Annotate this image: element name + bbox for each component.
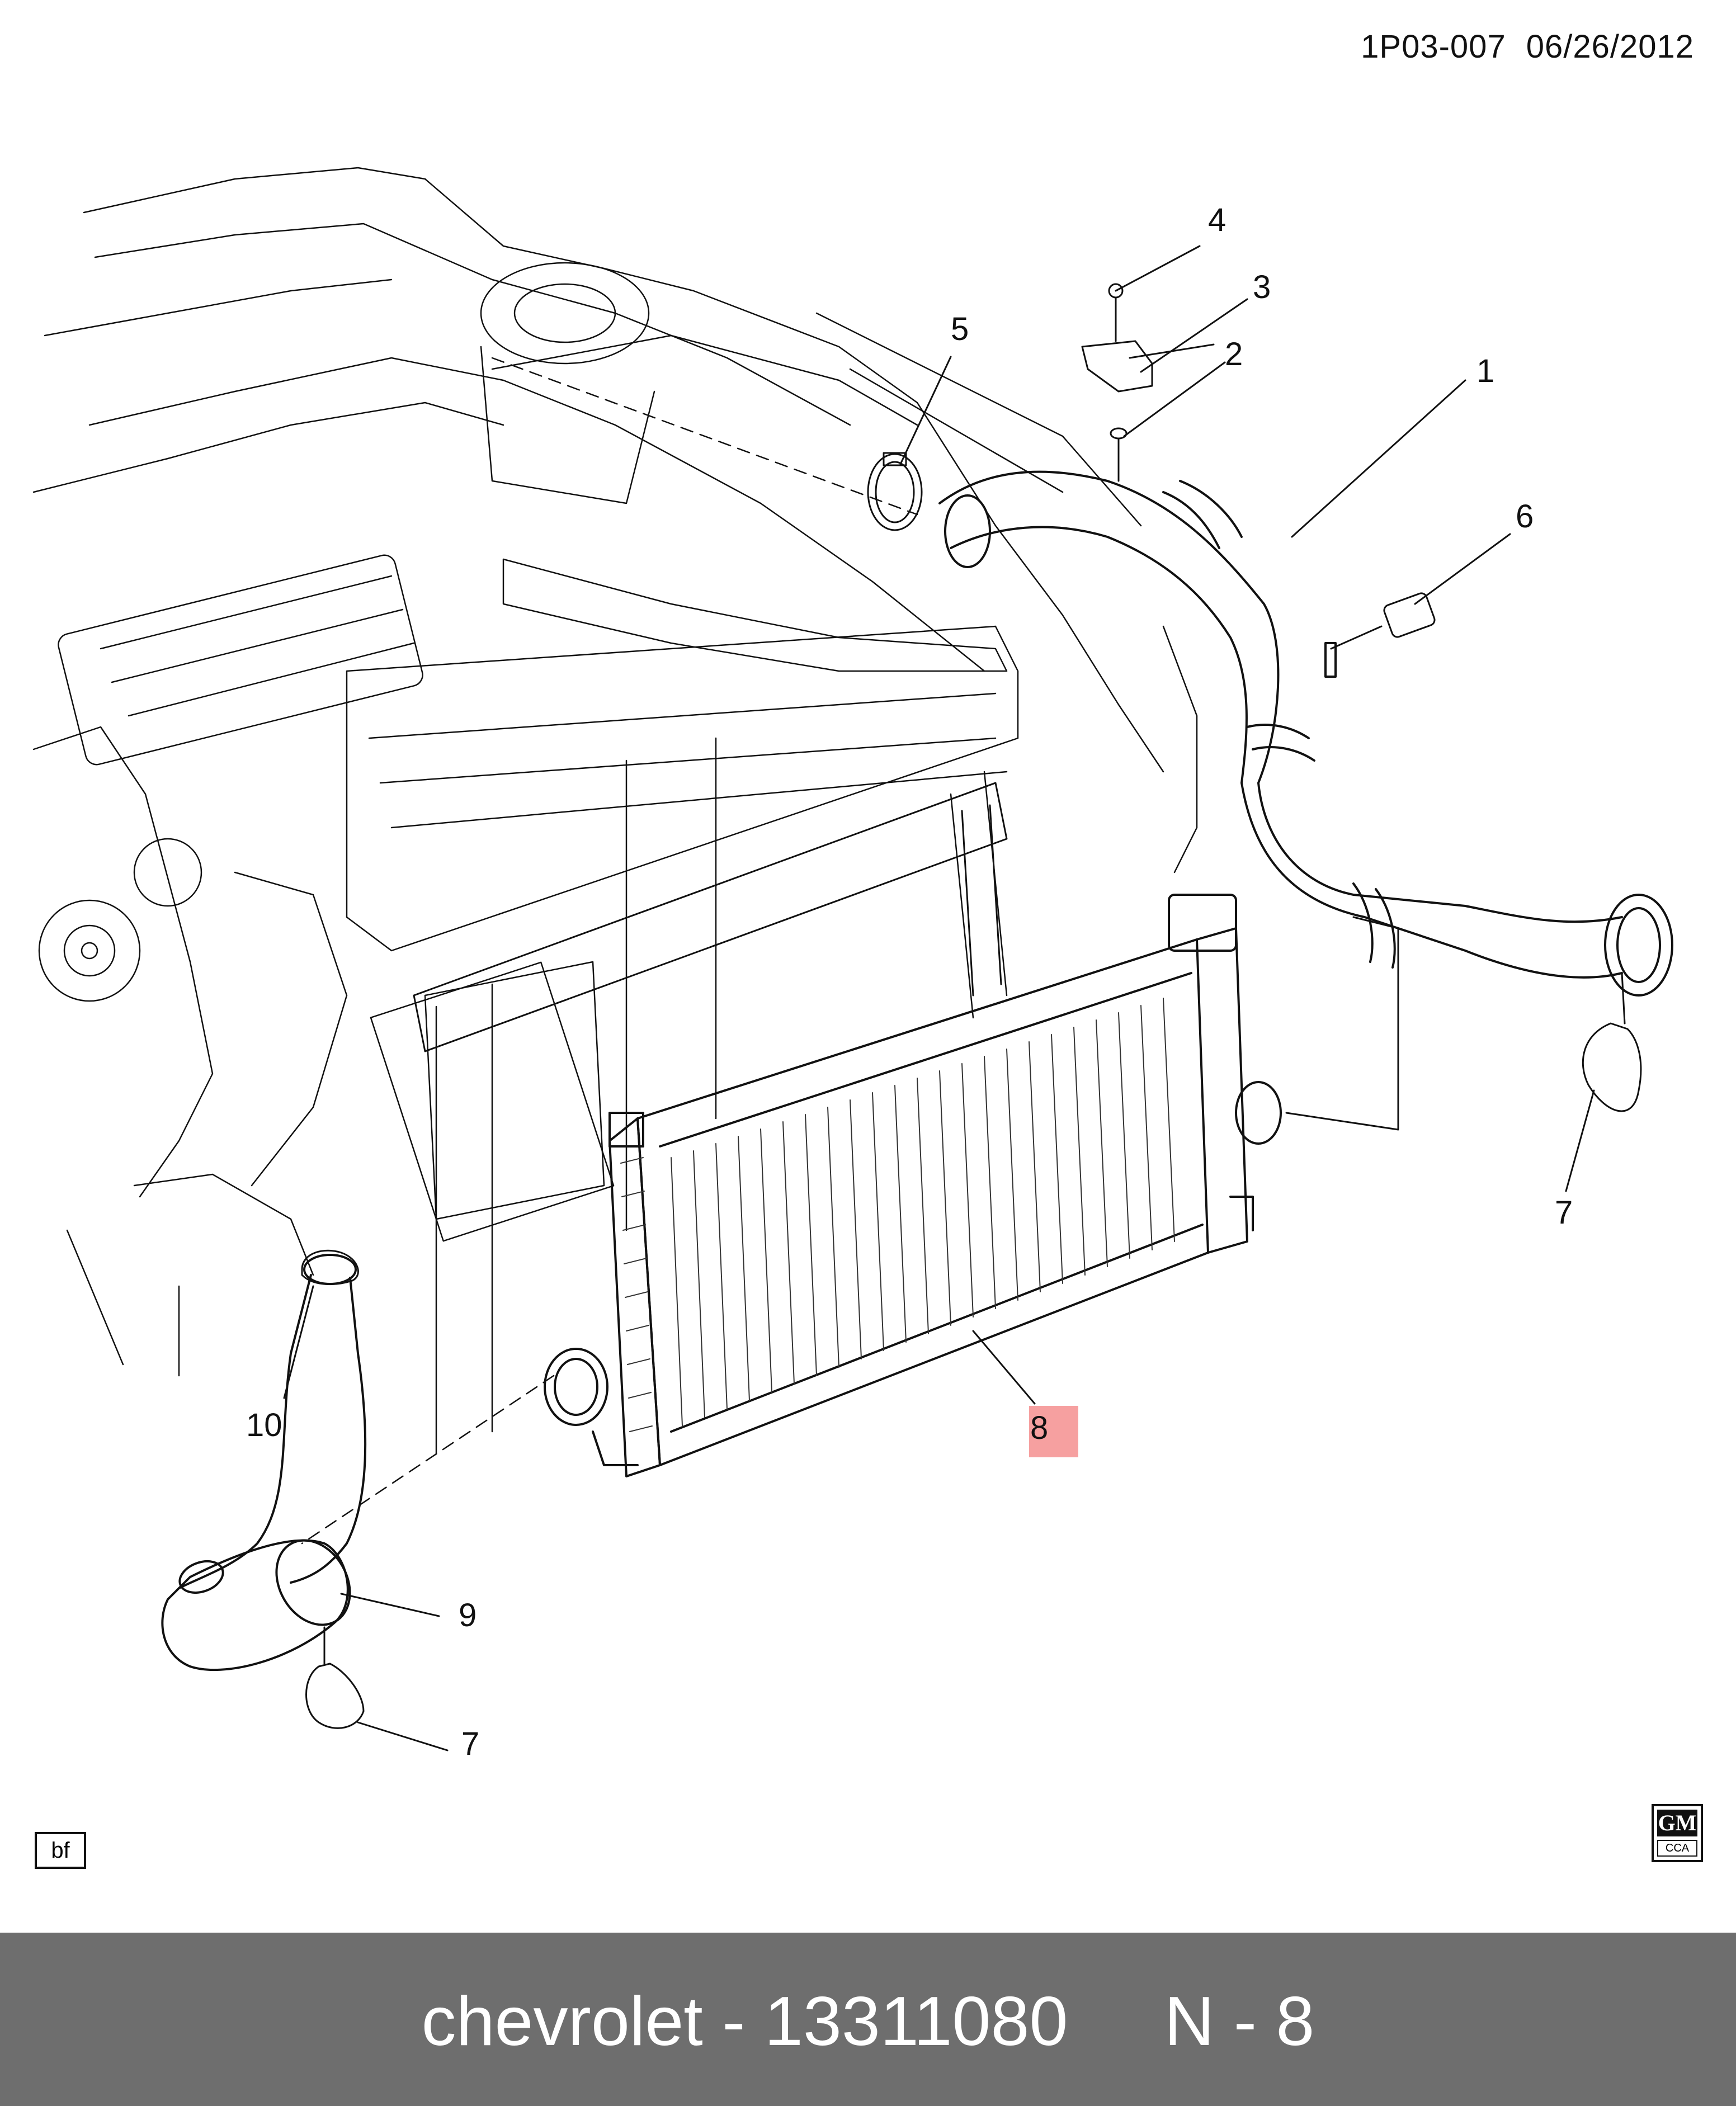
- pressure-sensor: [1330, 592, 1436, 650]
- sensor-bracket: [1081, 283, 1153, 482]
- callout-2: 2: [1225, 336, 1243, 372]
- hose-clamp-lower-10: [301, 1249, 359, 1286]
- intercooler: [544, 894, 1282, 1477]
- callout-1: 1: [1476, 353, 1495, 389]
- radiator-core: [413, 782, 1008, 1052]
- lower-charge-air-hose: [161, 1254, 367, 1671]
- footer-caption: chevrolet - 13311080 N - 8: [421, 1983, 1315, 2060]
- hose-clamp-upper: [867, 452, 923, 531]
- callout-10: 10: [246, 1407, 282, 1443]
- bf-tag: bf: [35, 1832, 86, 1869]
- callout-4: 4: [1208, 202, 1226, 238]
- drawing-date: 06/26/2012: [1526, 29, 1694, 65]
- hose-clamp-right: [1582, 972, 1642, 1112]
- exploded-parts-diagram: [32, 167, 1673, 1751]
- footer-bar: chevrolet - 13311080 N - 8: [0, 1933, 1736, 2106]
- drawing-code: 1P03-007: [1361, 29, 1506, 65]
- gm-logo-sub: CCA: [1657, 1840, 1697, 1857]
- callout-leaders: [283, 245, 1595, 1751]
- gm-logo: GM CCA: [1652, 1804, 1703, 1862]
- hose-clamp-bottom: [305, 1626, 365, 1729]
- callout-7-right: 7: [1555, 1194, 1573, 1231]
- callout-5: 5: [951, 311, 969, 347]
- upper-charge-air-hose: [938, 470, 1673, 997]
- gm-logo-mark: GM: [1657, 1810, 1697, 1836]
- drawing-id: 1P03-007 06/26/2012: [1361, 28, 1694, 65]
- callout-highlight: [1029, 1406, 1078, 1457]
- callout-6: 6: [1516, 498, 1534, 535]
- callout-7-bottom: 7: [461, 1726, 480, 1762]
- callout-9: 9: [459, 1597, 477, 1633]
- callout-8: 8: [1030, 1410, 1049, 1446]
- engine-bay-structure: [32, 167, 1198, 1455]
- callout-3: 3: [1253, 269, 1271, 305]
- intercooler-fins: [620, 998, 1175, 1432]
